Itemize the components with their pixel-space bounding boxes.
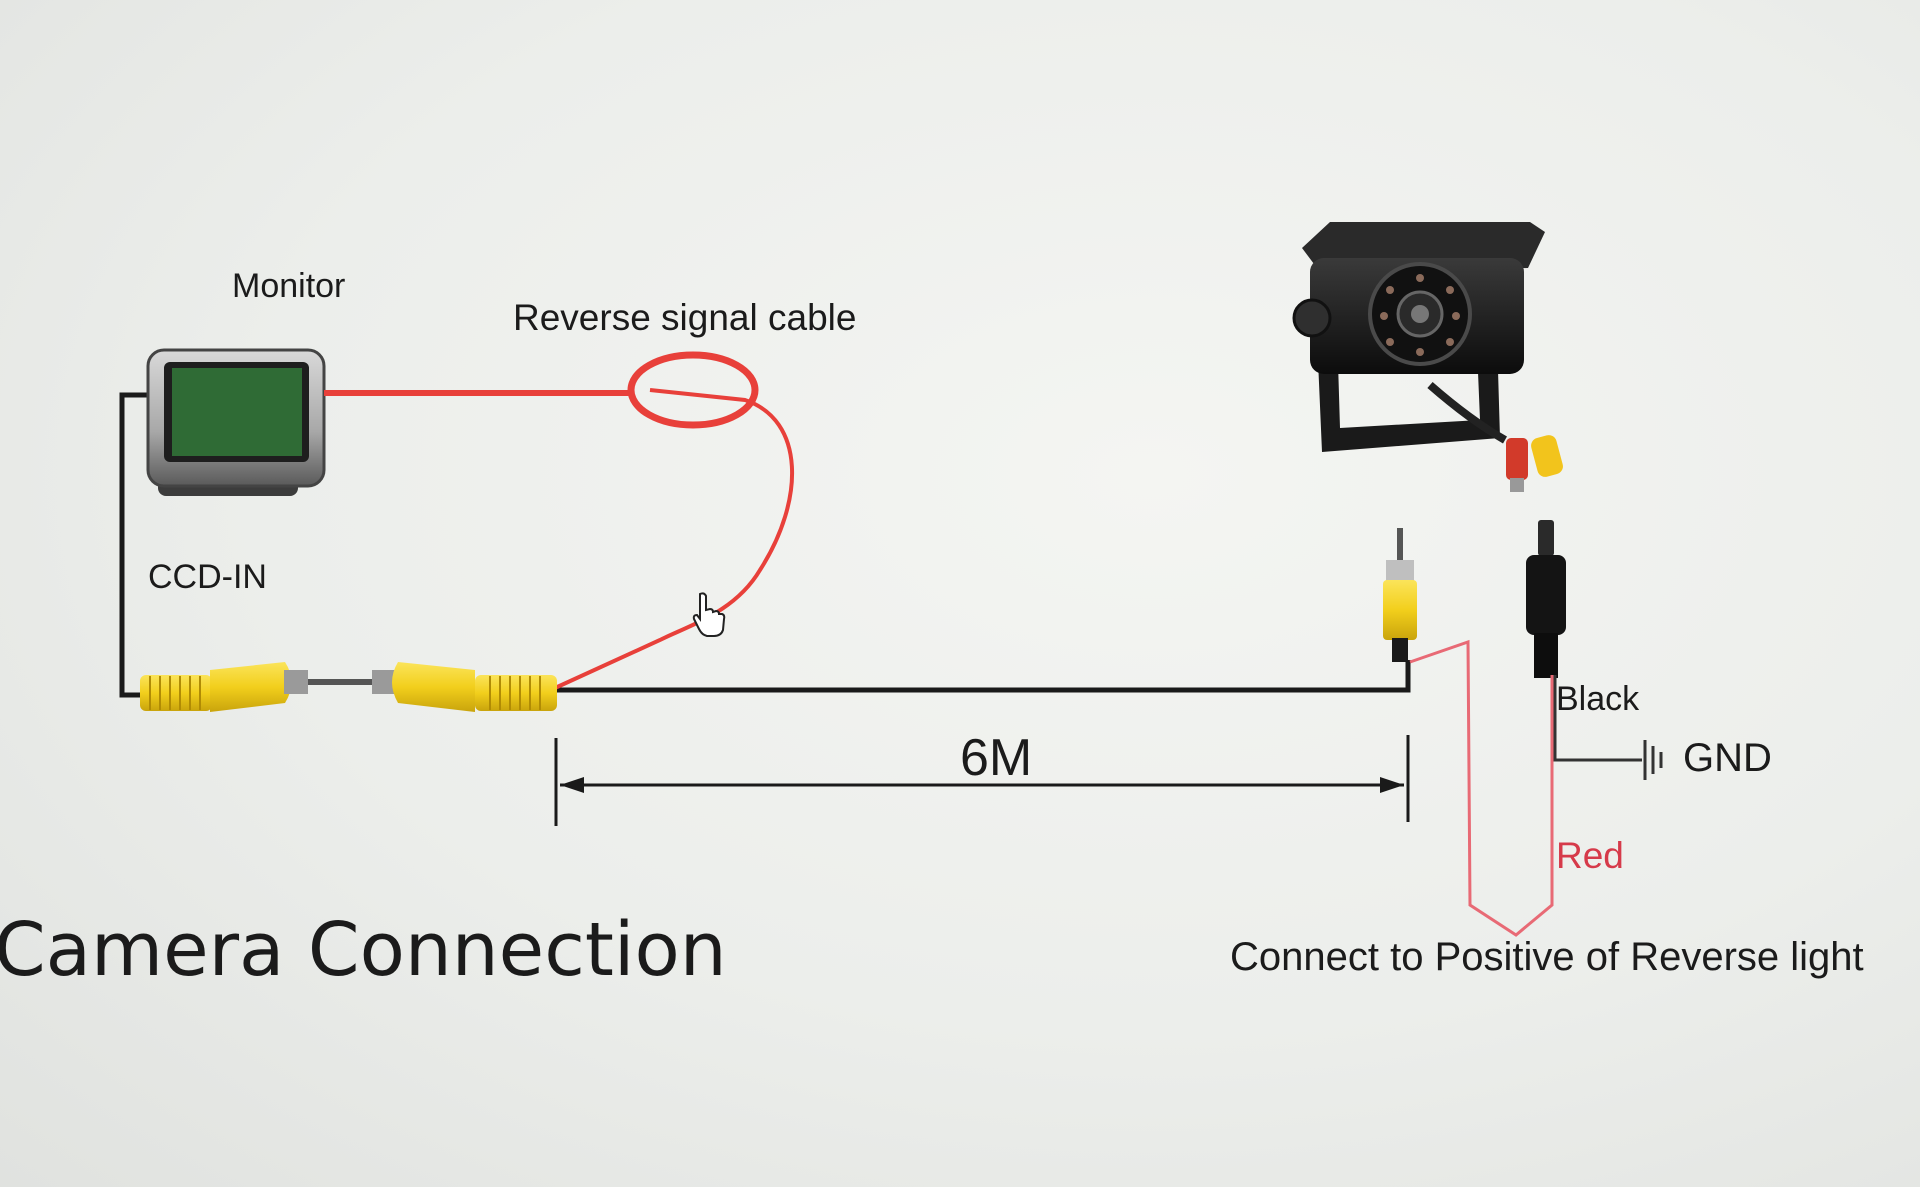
rca-connector-icon: [140, 662, 308, 712]
dc-plug-icon: [1526, 520, 1566, 678]
gnd-label: GND: [1683, 736, 1772, 780]
rca-connector-icon: [372, 662, 557, 712]
rca-connector-icon: [1383, 528, 1417, 662]
black-wire-label: Black: [1556, 680, 1640, 718]
ground-wire: [1553, 675, 1642, 762]
reverse-signal-cable-label: Reverse signal cable: [513, 297, 856, 338]
monitor-label: Monitor: [232, 267, 345, 305]
reverse-signal-wire: [324, 351, 794, 690]
ccd-in-label: CCD-IN: [148, 558, 267, 596]
reverse-light-note: Connect to Positive of Reverse light: [1230, 935, 1864, 979]
length-label: 6M: [960, 729, 1032, 787]
ground-symbol-icon: [1643, 740, 1663, 780]
power-red-wire: [1409, 639, 1554, 937]
diagram-title: Camera Connection: [0, 907, 727, 993]
camera-icon: [1292, 222, 1563, 492]
length-dimension: [554, 735, 1410, 826]
red-wire-label: Red: [1556, 835, 1624, 876]
video-cable: [119, 392, 1411, 698]
monitor-icon: [146, 348, 326, 496]
hand-cursor-icon: [692, 592, 726, 637]
